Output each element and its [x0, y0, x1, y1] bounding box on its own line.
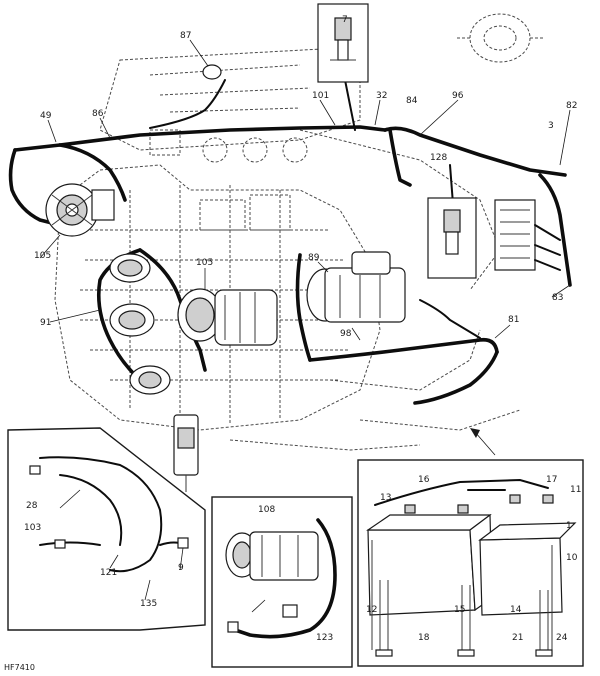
alternator	[45, 183, 115, 237]
callout-91: 91	[40, 318, 51, 328]
callout-1: 1	[566, 521, 572, 531]
sensor-box-upper	[317, 3, 369, 83]
callout-16: 16	[418, 475, 430, 485]
inset-batteries	[357, 459, 584, 667]
callout-32: 32	[376, 91, 387, 101]
inset-left	[7, 427, 206, 631]
callout-11: 11	[570, 485, 581, 495]
callout-21: 21	[512, 633, 523, 643]
callout-28: 28	[26, 501, 38, 511]
callout-10: 10	[566, 553, 578, 563]
upper-right-relay	[455, 13, 545, 63]
callout-101: 101	[312, 91, 329, 101]
leader-lines	[39, 39, 571, 613]
callout-7: 7	[342, 15, 348, 25]
callout-13: 13	[380, 493, 391, 503]
engine-block-outline	[54, 47, 521, 451]
callout-83: 83	[552, 293, 563, 303]
callout-labels: 87 49 86 101 32 84 96 82 128 105 105 91 …	[24, 15, 581, 643]
callout-84: 84	[406, 96, 418, 106]
sensor-box-right	[427, 197, 477, 279]
fuel-shutoff-solenoid	[173, 414, 199, 492]
callout-121: 121	[100, 568, 117, 578]
callout-135: 135	[140, 599, 157, 609]
callout-98: 98	[340, 329, 352, 339]
figure-code: HF7410	[4, 663, 35, 672]
callout-103: 103	[24, 523, 41, 533]
callout-3: 3	[548, 121, 554, 131]
callout-18: 18	[418, 633, 430, 643]
fuse-relay-block	[494, 199, 561, 271]
callout-15: 15	[454, 605, 465, 615]
callout-17: 17	[546, 475, 557, 485]
callout-87: 87	[180, 31, 191, 41]
callout-89: 89	[308, 253, 320, 263]
inset-starter	[211, 496, 353, 668]
callout-86: 86	[92, 109, 104, 119]
callout-49: 49	[40, 111, 52, 121]
callout-105b: 105	[196, 258, 213, 268]
callout-123: 123	[316, 633, 333, 643]
callout-105: 105	[34, 251, 51, 261]
callout-24: 24	[556, 633, 568, 643]
arrow-up-icon	[470, 428, 496, 456]
callout-12: 12	[366, 605, 377, 615]
callout-128: 128	[430, 153, 447, 163]
ac-compressor	[177, 288, 278, 346]
harness-clip-87	[202, 64, 222, 80]
callout-14: 14	[510, 605, 522, 615]
intake-couplers	[109, 253, 171, 395]
callout-96: 96	[452, 91, 464, 101]
callout-9: 9	[178, 563, 184, 573]
callout-82: 82	[566, 101, 577, 111]
callout-81: 81	[508, 315, 519, 325]
starter-motor	[306, 251, 406, 323]
callout-108: 108	[258, 505, 275, 515]
